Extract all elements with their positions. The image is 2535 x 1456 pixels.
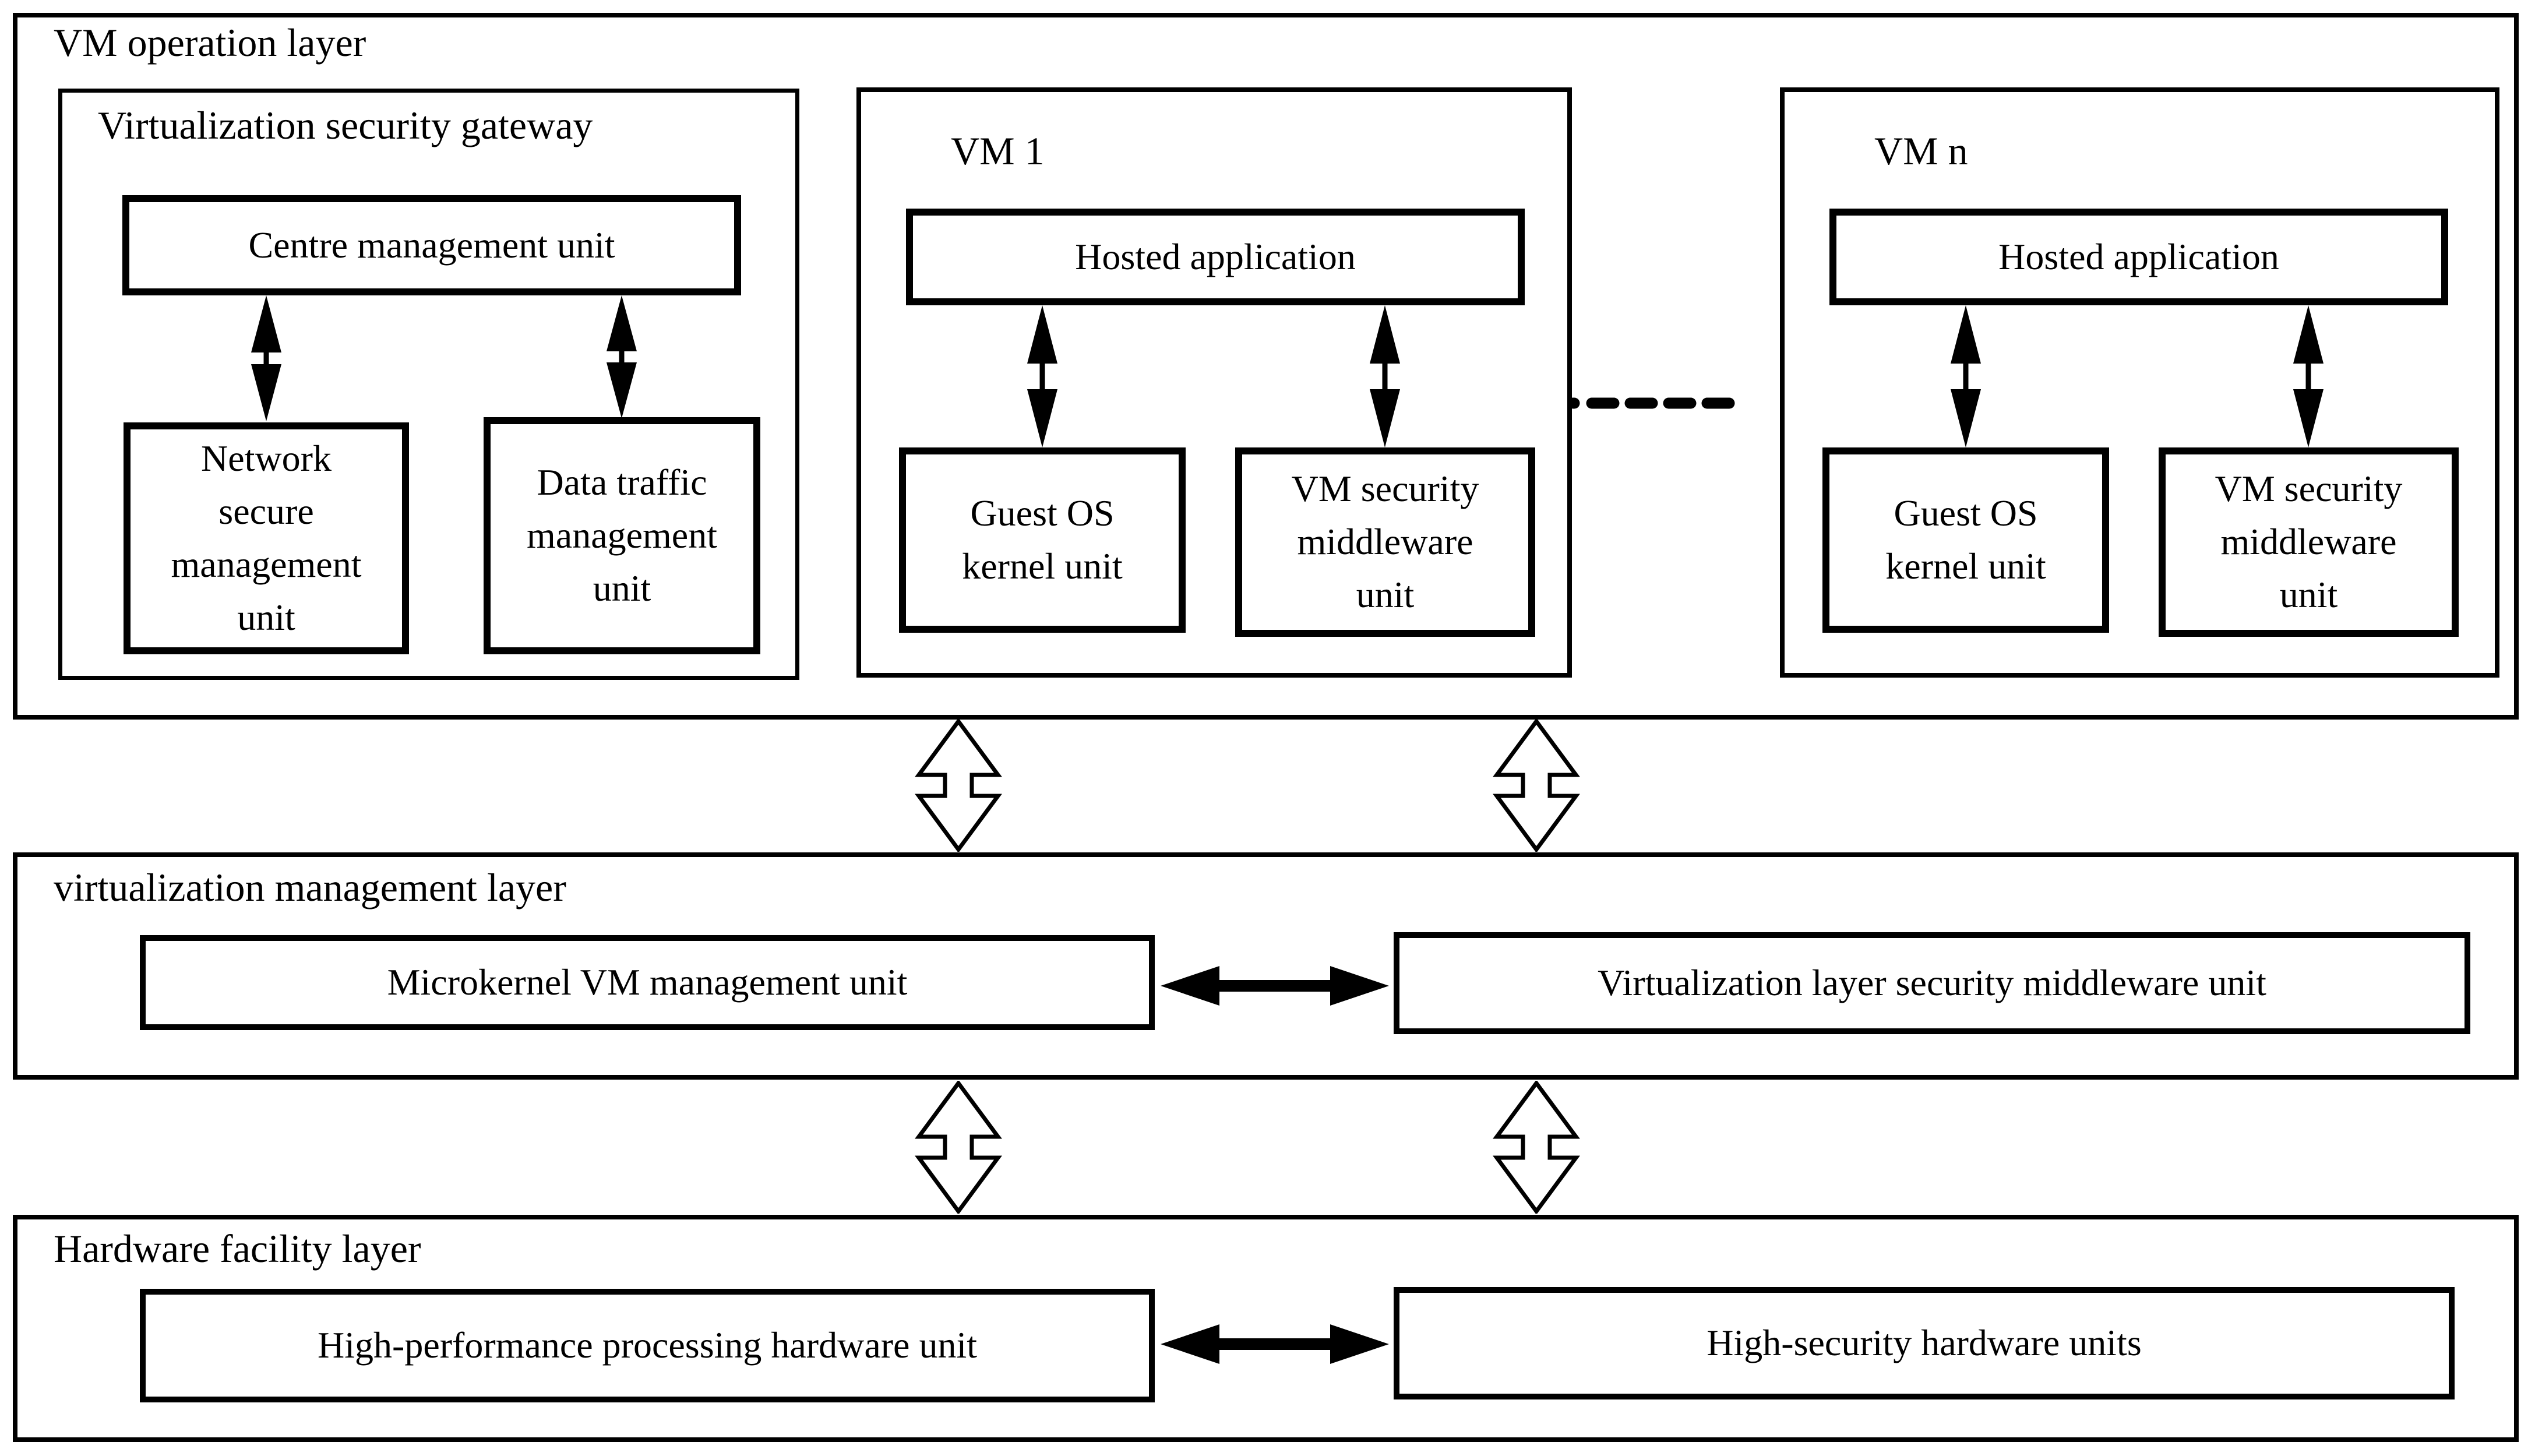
- hollow-bidir-arrow-icon: [1493, 1081, 1580, 1214]
- hollow-bidir-arrow-icon: [915, 1081, 1002, 1214]
- centre-management-unit-box: Centre management unit: [122, 195, 741, 295]
- solid-bidir-arrow-icon: [1161, 1324, 1389, 1364]
- bidir-arrow-icon: [2293, 305, 2324, 447]
- bidir-arrow-icon: [607, 295, 637, 418]
- high-performance-processing-hardware-unit-box: High-performance processing hardware uni…: [140, 1289, 1155, 1402]
- solid-bidir-arrow-icon: [1161, 966, 1389, 1006]
- hollow-bidir-arrow-icon: [1493, 719, 1580, 852]
- vmn-title: VM n: [1874, 129, 1968, 173]
- bidir-arrow-icon: [1951, 305, 1981, 447]
- bidir-arrow-icon: [1370, 305, 1400, 447]
- vmn-hosted-application-box: Hosted application: [1829, 209, 2448, 305]
- network-secure-management-unit-box: Network secure management unit: [124, 422, 409, 654]
- hollow-bidir-arrow-icon: [915, 719, 1002, 852]
- vm1-title: VM 1: [951, 129, 1045, 173]
- vm1-guest-os-kernel-unit-box: Guest OS kernel unit: [899, 447, 1186, 633]
- virtualization-management-layer-title: virtualization management layer: [54, 865, 566, 909]
- bidir-arrow-icon: [251, 295, 281, 421]
- vm1-security-middleware-unit-box: VM security middleware unit: [1235, 447, 1535, 637]
- vm1-hosted-application-box: Hosted application: [906, 209, 1525, 305]
- virtualization-layer-security-middleware-unit-box: Virtualization layer security middleware…: [1394, 932, 2470, 1034]
- data-traffic-management-unit-box: Data traffic management unit: [484, 417, 760, 654]
- vmn-security-middleware-unit-box: VM security middleware unit: [2159, 447, 2459, 637]
- vm-operation-layer-title: VM operation layer: [54, 20, 366, 65]
- vmn-guest-os-kernel-unit-box: Guest OS kernel unit: [1822, 447, 2109, 633]
- hardware-facility-layer-title: Hardware facility layer: [54, 1226, 421, 1271]
- bidir-arrow-icon: [1027, 305, 1057, 447]
- high-security-hardware-units-box: High-security hardware units: [1394, 1287, 2455, 1399]
- ellipsis-dashes-icon: [1567, 397, 1748, 409]
- microkernel-vm-management-unit-box: Microkernel VM management unit: [140, 935, 1155, 1030]
- virtualization-security-gateway-title: Virtualization security gateway: [98, 103, 593, 147]
